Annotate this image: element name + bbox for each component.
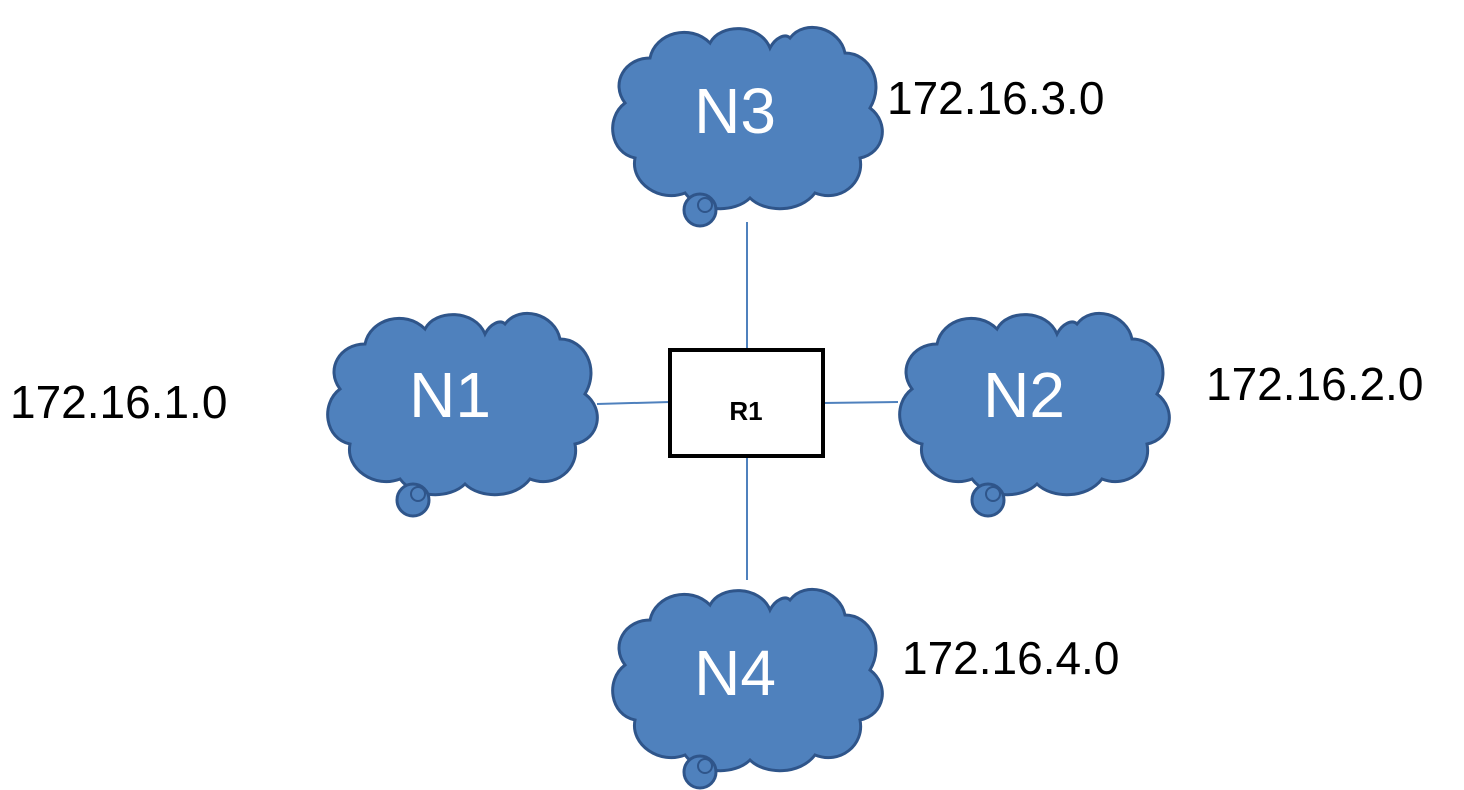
network-n4[interactable]: N4	[611, 587, 884, 790]
network-n4-address: 172.16.4.0	[902, 632, 1119, 684]
network-n2-name: N2	[983, 359, 1065, 431]
network-n1-name: N1	[409, 359, 491, 431]
network-n1-address: 172.16.1.0	[10, 376, 227, 428]
router-box	[668, 348, 825, 458]
network-n3-name: N3	[694, 75, 776, 147]
network-n2[interactable]: N2	[898, 311, 1171, 518]
network-n3[interactable]: N3	[611, 25, 884, 228]
router-label: R1	[729, 396, 762, 426]
network-n3-address: 172.16.3.0	[887, 72, 1104, 124]
network-n4-name: N4	[694, 637, 776, 709]
network-n1[interactable]: N1	[326, 311, 599, 518]
link-r1-n2	[822, 401, 899, 404]
router-r1[interactable]: R1	[668, 348, 825, 458]
network-n2-address: 172.16.2.0	[1206, 358, 1423, 410]
link-r1-n1	[596, 401, 671, 405]
